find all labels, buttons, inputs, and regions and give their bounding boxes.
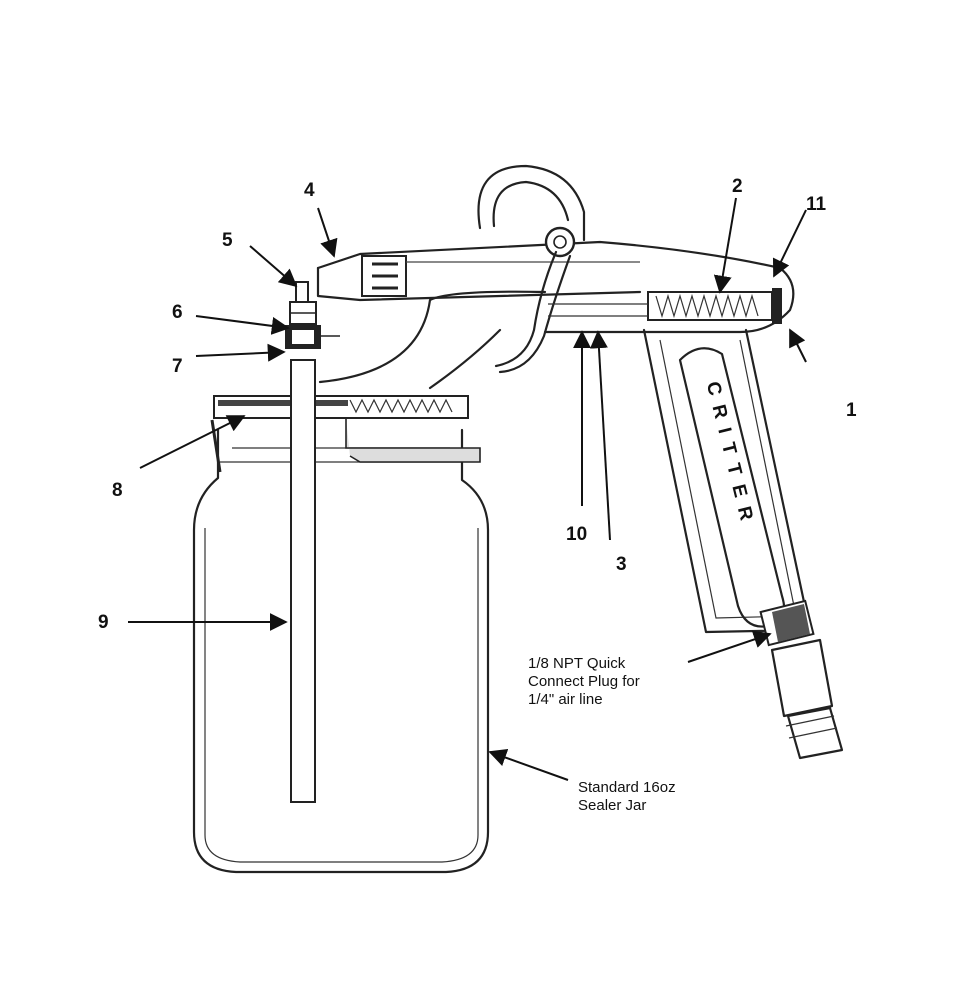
callout-3: 3 — [616, 554, 627, 575]
pickup-tube — [290, 359, 316, 803]
jar-lid — [210, 395, 481, 473]
callout-8: 8 — [112, 480, 123, 501]
callout-1: 1 — [846, 400, 857, 421]
callout-labels: 1 2 3 4 5 6 7 8 9 10 11 — [98, 176, 857, 633]
sealer-jar — [192, 428, 490, 874]
fluid-fitting — [285, 281, 340, 349]
hanger-hook — [477, 164, 586, 258]
gun-body-lower — [318, 290, 547, 390]
callout-5: 5 — [222, 230, 233, 251]
callout-10: 10 — [566, 524, 587, 545]
plug-note-line-3: 1/4" air line — [528, 691, 603, 708]
jar-note: Standard 16oz Sealer Jar — [578, 779, 676, 814]
callout-11: 11 — [806, 194, 827, 215]
trigger — [494, 250, 572, 374]
callout-arrows — [128, 197, 807, 781]
jar-note-line-2: Sealer Jar — [578, 797, 646, 814]
callout-7: 7 — [172, 356, 183, 377]
jar-note-line-1: Standard 16oz — [578, 779, 676, 796]
callout-4: 4 — [304, 180, 315, 201]
plug-note-line-1: 1/8 NPT Quick — [528, 655, 626, 672]
plug-note: 1/8 NPT Quick Connect Plug for 1/4" air … — [528, 655, 640, 708]
air-plug — [759, 599, 844, 760]
callout-6: 6 — [172, 302, 183, 323]
brand-text: CRITTER — [702, 379, 759, 532]
valve-spring — [548, 288, 782, 324]
callout-9: 9 — [98, 612, 109, 633]
plug-note-line-2: Connect Plug for — [528, 673, 640, 690]
callout-2: 2 — [732, 176, 743, 197]
